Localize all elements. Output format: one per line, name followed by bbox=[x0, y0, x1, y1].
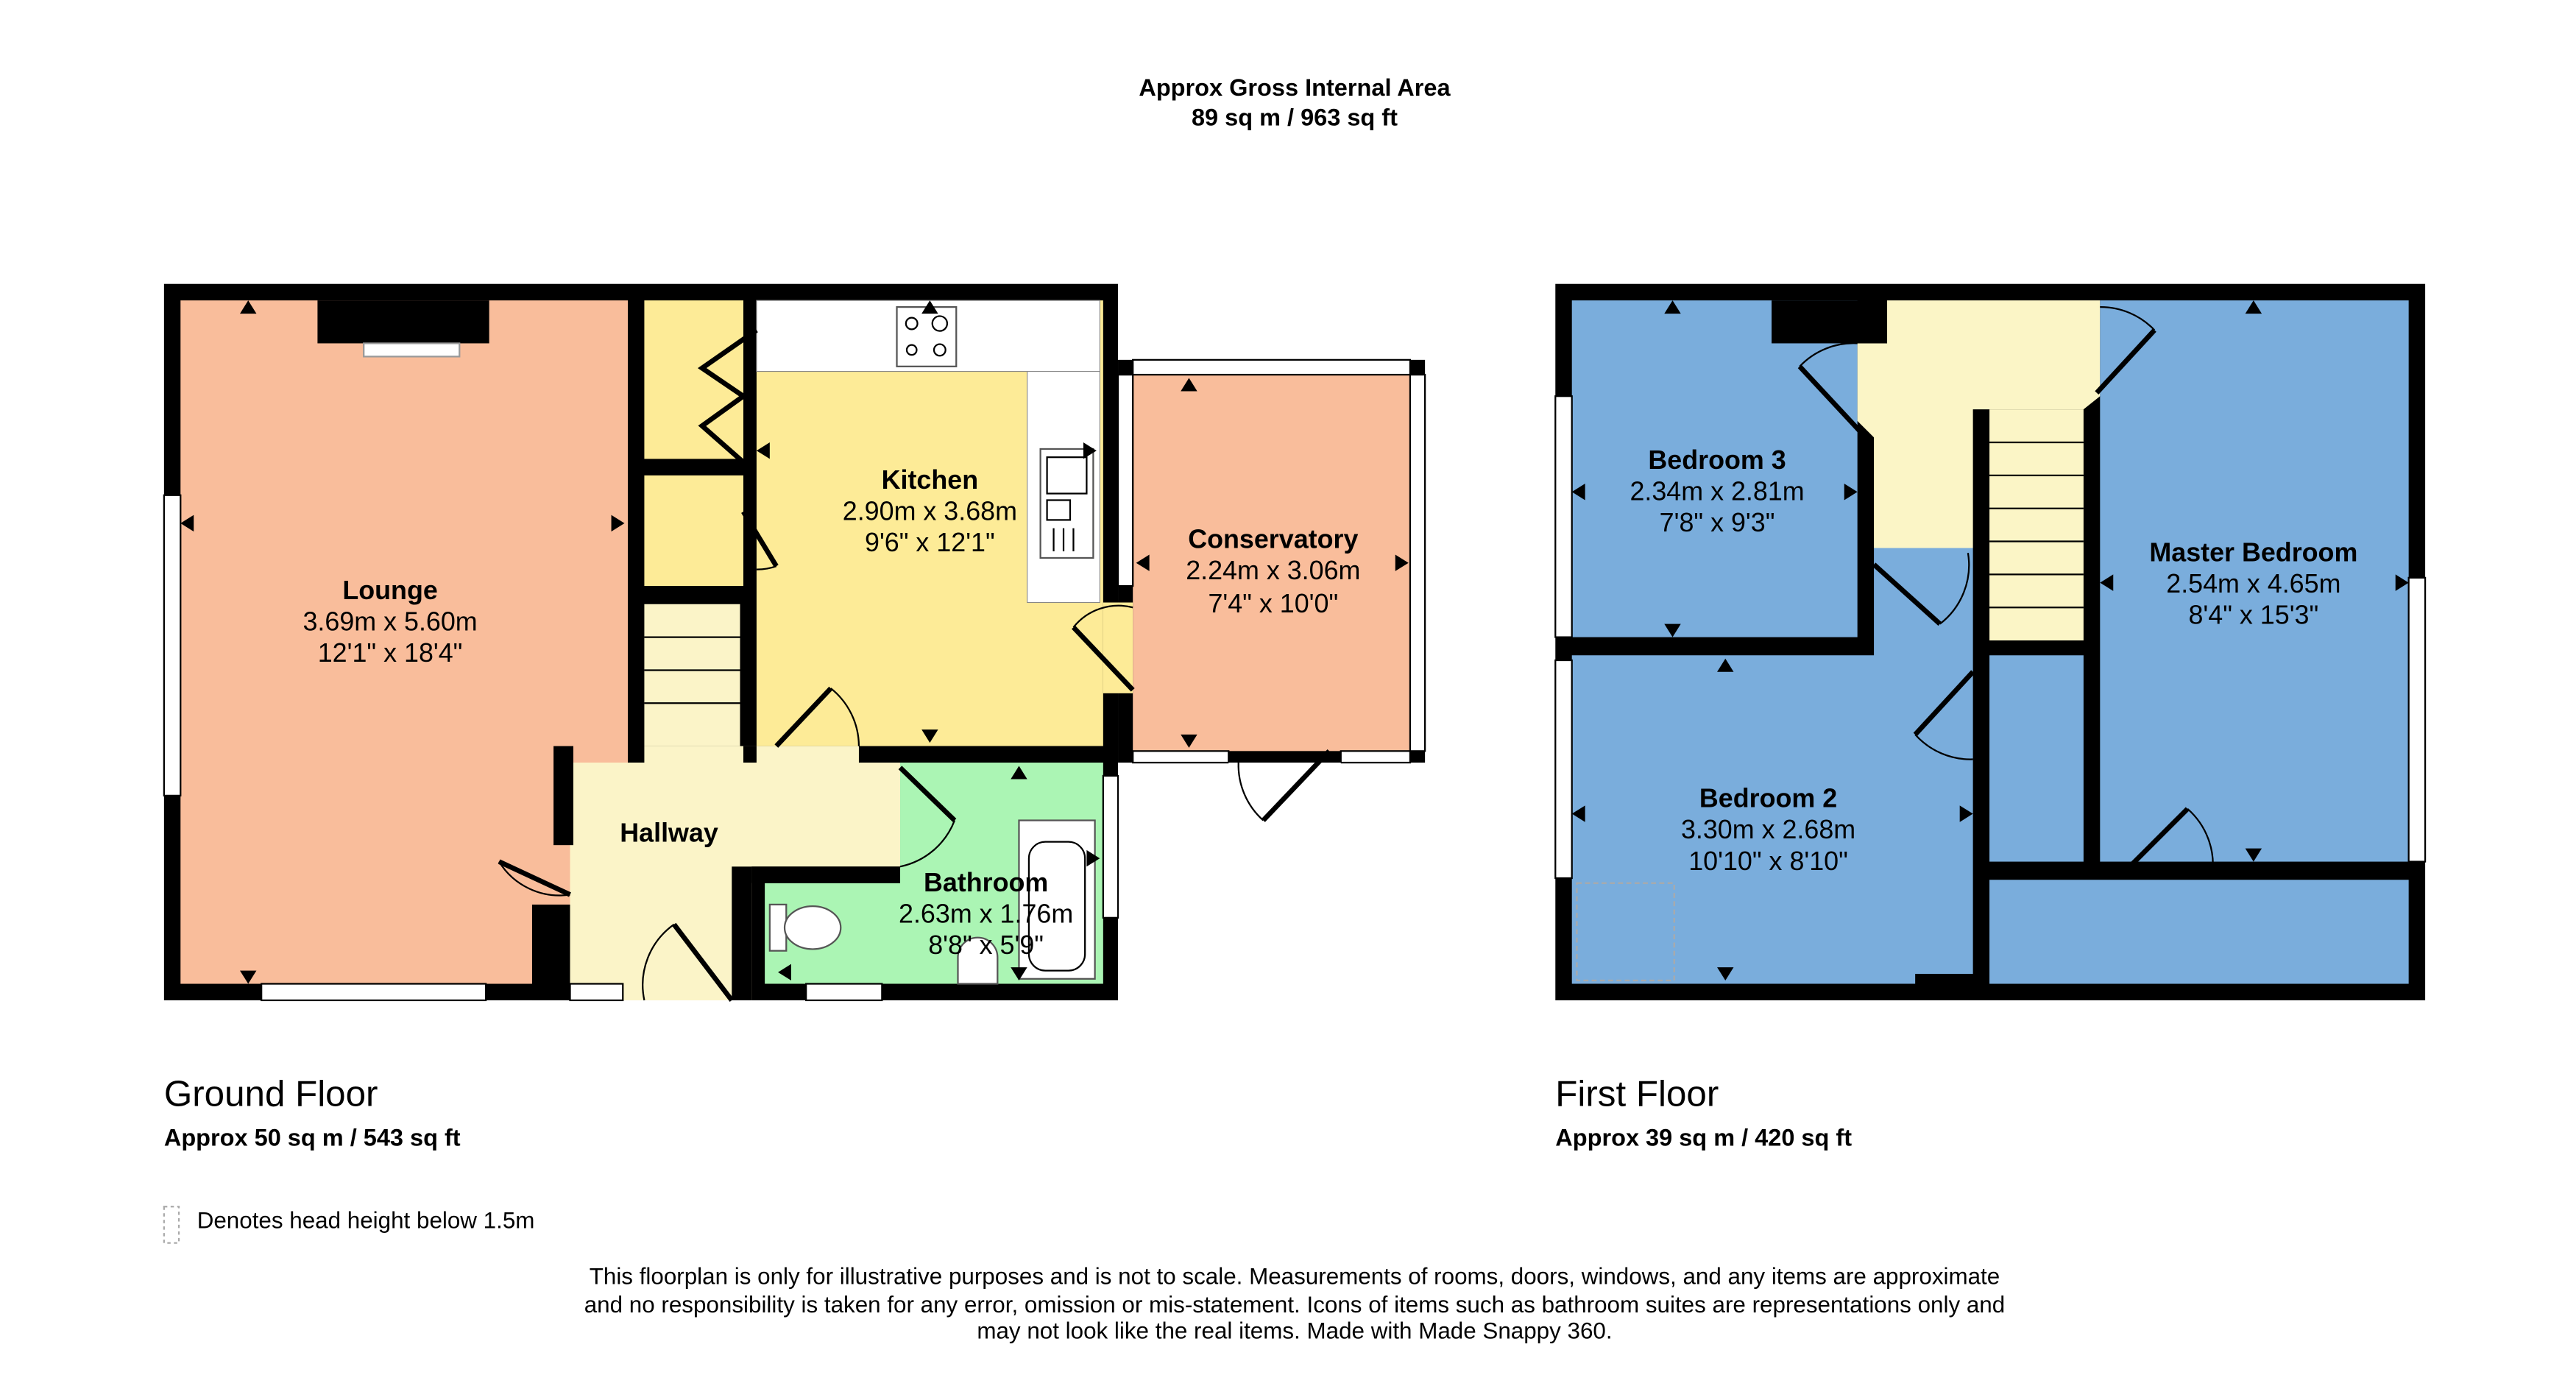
master-bedroom-room bbox=[2100, 300, 2409, 862]
head-height-area bbox=[1576, 882, 1675, 982]
toilet-icon bbox=[768, 903, 842, 952]
svg-text:Master Bedroom: Master Bedroom bbox=[2149, 537, 2357, 567]
room-label-conservatory: Conservatory 2.24m x 3.06m 7'4" x 10'0" bbox=[1186, 525, 1360, 618]
svg-text:2.54m x 4.65m: 2.54m x 4.65m bbox=[2166, 569, 2340, 598]
svg-text:and no responsibility is taken: and no responsibility is taken for any e… bbox=[584, 1292, 2005, 1318]
lounge-room bbox=[180, 300, 629, 984]
gross-area-value: 89 sq m / 963 sq ft bbox=[1192, 104, 1398, 130]
head-height-legend-icon bbox=[163, 1206, 180, 1244]
stairs bbox=[1989, 409, 2084, 641]
svg-text:2.90m x 3.68m: 2.90m x 3.68m bbox=[843, 496, 1017, 526]
disclaimer: This floorplan is only for illustrative … bbox=[584, 1264, 2005, 1344]
svg-text:9'6" x 12'1": 9'6" x 12'1" bbox=[865, 528, 995, 557]
room-label-hallway: Hallway bbox=[620, 819, 718, 848]
stairs bbox=[644, 604, 740, 746]
cupboard bbox=[644, 475, 743, 587]
gross-area-title: Approx Gross Internal Area bbox=[1139, 74, 1451, 101]
bedroom2-room bbox=[1571, 548, 1973, 984]
room-label-bedroom3: Bedroom 3 2.34m x 2.81m 7'8" x 9'3" bbox=[1630, 445, 1804, 537]
room-label-bathroom: Bathroom 2.63m x 1.76m 8'8" x 5'9" bbox=[899, 868, 1073, 960]
svg-text:3.30m x 2.68m: 3.30m x 2.68m bbox=[1681, 815, 1855, 844]
svg-text:2.24m x 3.06m: 2.24m x 3.06m bbox=[1186, 556, 1360, 585]
svg-text:2.34m x 2.81m: 2.34m x 2.81m bbox=[1630, 476, 1804, 506]
hob-icon bbox=[896, 305, 958, 367]
svg-text:Bedroom 3: Bedroom 3 bbox=[1648, 445, 1786, 475]
svg-text:7'8" x 9'3": 7'8" x 9'3" bbox=[1660, 508, 1775, 537]
svg-text:This floorplan is only for ill: This floorplan is only for illustrative … bbox=[590, 1264, 2000, 1290]
svg-text:Bedroom 2: Bedroom 2 bbox=[1699, 784, 1837, 813]
sink-icon bbox=[1039, 448, 1094, 559]
room-label-lounge: Lounge 3.69m x 5.60m 12'1" x 18'4" bbox=[302, 576, 477, 668]
head-height-legend: Denotes head height below 1.5m bbox=[197, 1207, 535, 1233]
svg-text:3.69m x 5.60m: 3.69m x 5.60m bbox=[302, 607, 477, 637]
svg-text:Kitchen: Kitchen bbox=[882, 465, 979, 495]
svg-text:2.63m x 1.76m: 2.63m x 1.76m bbox=[899, 899, 1073, 929]
svg-text:Lounge: Lounge bbox=[342, 576, 437, 605]
dimension-arrows bbox=[1571, 300, 2409, 981]
svg-text:8'8" x 5'9": 8'8" x 5'9" bbox=[928, 930, 1044, 960]
svg-text:may not look like the real ite: may not look like the real items. Made w… bbox=[977, 1318, 1612, 1344]
svg-text:8'4" x 15'3": 8'4" x 15'3" bbox=[2188, 601, 2318, 630]
dimension-arrows bbox=[180, 300, 1409, 984]
ground-floor-title: Ground Floor bbox=[164, 1073, 378, 1114]
basin-icon bbox=[957, 936, 999, 985]
svg-text:7'4" x 10'0": 7'4" x 10'0" bbox=[1208, 589, 1338, 618]
ground-floor-area: Approx 50 sq m / 543 sq ft bbox=[164, 1124, 461, 1150]
ground-floor-plan bbox=[163, 284, 1426, 1002]
first-floor-area: Approx 39 sq m / 420 sq ft bbox=[1555, 1124, 1852, 1150]
first-floor-title: First Floor bbox=[1555, 1073, 1719, 1114]
conservatory-room bbox=[1133, 375, 1410, 752]
room-label-bedroom2: Bedroom 2 3.30m x 2.68m 10'10" x 8'10" bbox=[1681, 784, 1855, 876]
cupboard bbox=[644, 300, 743, 459]
landing bbox=[1857, 300, 2101, 548]
svg-text:Conservatory: Conservatory bbox=[1188, 525, 1358, 554]
room-label-master-bedroom: Master Bedroom 2.54m x 4.65m 8'4" x 15'3… bbox=[2149, 537, 2357, 629]
first-floor-plan bbox=[1554, 283, 2427, 1000]
svg-text:10'10" x 8'10": 10'10" x 8'10" bbox=[1688, 846, 1848, 876]
svg-text:12'1" x 18'4": 12'1" x 18'4" bbox=[318, 638, 463, 668]
room-label-kitchen: Kitchen 2.90m x 3.68m 9'6" x 12'1" bbox=[843, 465, 1017, 557]
svg-text:Bathroom: Bathroom bbox=[924, 868, 1048, 897]
bath-icon bbox=[1018, 819, 1096, 980]
